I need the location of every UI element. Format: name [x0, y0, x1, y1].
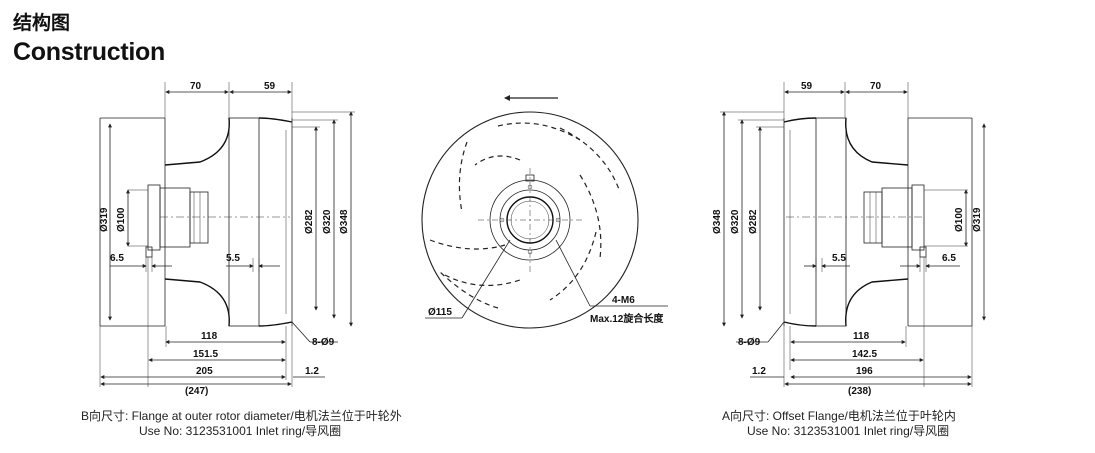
- dim-left-6-5: 6.5: [110, 253, 124, 264]
- dim-left-205: 205: [196, 366, 213, 377]
- left-side-view: 70 59 Ø319 Ø100: [99, 81, 355, 397]
- dim-right-142-5: 142.5: [852, 349, 877, 360]
- dim-front-depth: Max.12旋合长度: [590, 312, 664, 325]
- dim-right-5-5: 5.5: [832, 253, 846, 264]
- dim-right-d348: Ø348: [712, 209, 723, 234]
- caption-right-line2: Use No: 3123531001 Inlet ring/导风圈: [747, 424, 950, 438]
- caption-left-line1: B向尺寸: Flange at outer rotor diameter/电机法…: [81, 409, 402, 423]
- dim-right-238: (238): [848, 386, 871, 397]
- dim-right-d319: Ø319: [972, 207, 983, 232]
- dim-left-d100: Ø100: [116, 207, 127, 232]
- dim-right-118: 118: [853, 331, 870, 342]
- dim-right-1-2: 1.2: [752, 366, 766, 377]
- front-view: Ø115 4-M6 Max.12旋合长度: [421, 95, 668, 329]
- dim-left-59: 59: [264, 81, 276, 92]
- dim-right-196: 196: [856, 366, 873, 377]
- dim-front-thread: 4-M6: [612, 295, 635, 306]
- dim-left-70: 70: [190, 81, 202, 92]
- dim-left-118: 118: [201, 331, 218, 342]
- right-side-view: 59 70 Ø348 Ø320 Ø282: [712, 81, 986, 397]
- title-english: Construction: [13, 38, 165, 66]
- caption-left: B向尺寸: Flange at outer rotor diameter/电机法…: [81, 409, 402, 439]
- dim-left-151-5: 151.5: [193, 349, 218, 360]
- dim-front-d115: Ø115: [428, 307, 452, 318]
- dim-right-59: 59: [801, 81, 813, 92]
- dim-left-1-2: 1.2: [305, 366, 319, 377]
- dim-right-d100: Ø100: [954, 207, 965, 232]
- caption-left-line2: Use No: 3123531001 Inlet ring/导风圈: [139, 424, 342, 438]
- dim-left-5-5: 5.5: [226, 253, 240, 264]
- dim-right-d282: Ø282: [748, 209, 759, 234]
- dim-left-d320: Ø320: [322, 209, 333, 234]
- title-chinese: 结构图: [13, 13, 71, 34]
- dim-left-d319: Ø319: [99, 207, 110, 232]
- dim-left-d282: Ø282: [304, 209, 315, 234]
- dim-left-holes: 8-Ø9: [312, 337, 335, 348]
- dim-right-holes: 8-Ø9: [738, 337, 761, 348]
- dim-left-247: (247): [185, 386, 208, 397]
- dim-right-d320: Ø320: [730, 209, 741, 234]
- dim-left-d348: Ø348: [339, 209, 350, 234]
- dim-right-70: 70: [870, 81, 882, 92]
- dim-right-6-5: 6.5: [942, 253, 956, 264]
- caption-right: A向尺寸: Offset Flange/电机法兰位于叶轮内 Use No: 31…: [722, 409, 956, 439]
- caption-right-line1: A向尺寸: Offset Flange/电机法兰位于叶轮内: [722, 409, 956, 423]
